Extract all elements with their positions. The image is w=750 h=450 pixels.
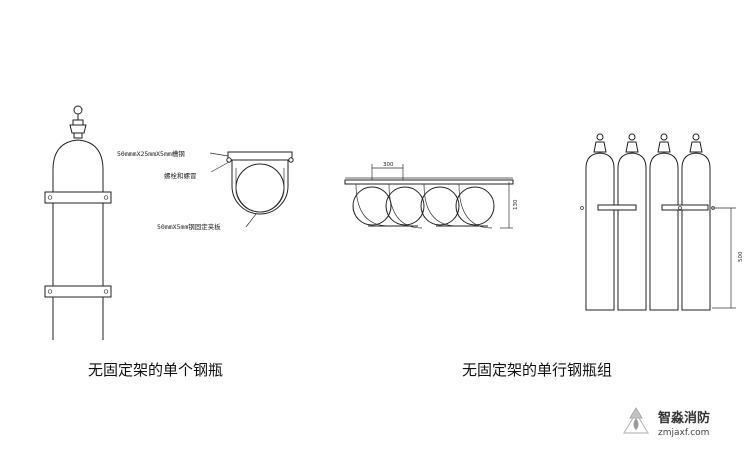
caption-single-cylinder: 无固定架的单个钢瓶 bbox=[88, 361, 223, 379]
flame-logo bbox=[622, 407, 650, 434]
group-strap-bolt bbox=[580, 206, 584, 210]
dim-top-height: 130 bbox=[513, 199, 519, 210]
watermark: 智淼消防 zmjaxf.com bbox=[622, 407, 710, 438]
group-cylinder-body bbox=[617, 152, 647, 311]
single-cylinder bbox=[44, 105, 112, 340]
group-cylinder-valve bbox=[625, 141, 639, 153]
group-cylinder-valve bbox=[657, 141, 671, 153]
label-bolt-nut: 螺栓和螺冒 bbox=[164, 171, 197, 180]
group-cylinder-gauge bbox=[692, 133, 700, 141]
label-channel-steel: 50mmmX25mmX5mm槽钢 bbox=[117, 149, 185, 158]
clamp-detail: 50mmmX25mmX5mm槽钢 螺栓和螺冒 50mmX5mm钢固定夹板 bbox=[117, 149, 294, 231]
clamp-strap bbox=[231, 168, 289, 215]
group-cylinder-gauge bbox=[660, 133, 668, 141]
group-cylinder bbox=[585, 133, 615, 311]
cylinder-valve bbox=[69, 105, 87, 139]
dim-top-width: 300 bbox=[383, 162, 394, 168]
bolt-left bbox=[226, 157, 232, 163]
group-cylinder-body bbox=[585, 152, 615, 311]
group-cylinder-valve bbox=[593, 141, 607, 153]
group-cylinder bbox=[681, 133, 711, 311]
lower-strap bbox=[44, 285, 112, 298]
caption-cylinder-group: 无固定架的单行钢瓶组 bbox=[462, 361, 612, 379]
channel-steel bbox=[227, 151, 293, 161]
group-cylinder-gauge bbox=[596, 133, 604, 141]
watermark-url: zmjaxf.com bbox=[658, 428, 709, 438]
group-strap-left bbox=[597, 204, 637, 211]
mounting-beam bbox=[344, 179, 514, 185]
group-cylinder bbox=[617, 133, 647, 311]
upper-strap bbox=[44, 191, 112, 204]
group-cylinder-body bbox=[681, 152, 711, 311]
group-cylinder-valve bbox=[689, 141, 703, 153]
watermark-title: 智淼消防 bbox=[658, 410, 710, 426]
group-cylinder-gauge bbox=[628, 133, 636, 141]
group-dimension: 500 bbox=[712, 207, 744, 309]
bolt-right bbox=[288, 157, 294, 163]
label-clamp-plate: 50mmX5mm钢固定夹板 bbox=[157, 222, 221, 231]
cylinder-body bbox=[52, 139, 104, 340]
group-cylinder-body bbox=[649, 152, 679, 311]
group-strap-bolt bbox=[678, 206, 682, 210]
cylinder-group bbox=[580, 133, 715, 311]
row-top-view: 300 130 bbox=[344, 162, 519, 229]
group-cylinder bbox=[649, 133, 679, 311]
group-strap-right bbox=[661, 204, 709, 211]
dim-group-height: 500 bbox=[738, 251, 744, 262]
